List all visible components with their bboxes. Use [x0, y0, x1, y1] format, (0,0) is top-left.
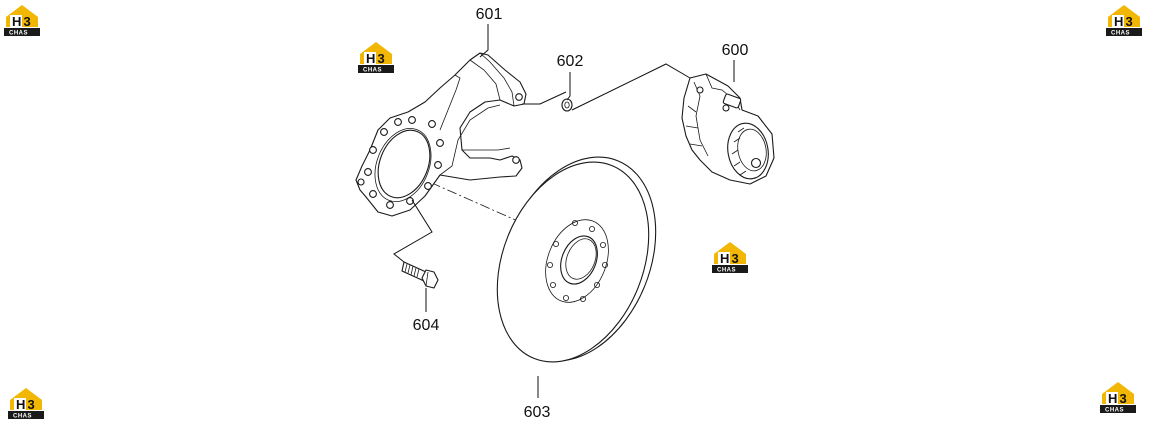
leader-600-link [571, 63, 691, 111]
watermark-logo-top-left [4, 5, 40, 37]
watermark-logo-center-right [712, 242, 748, 274]
caliper-bracket-601[interactable] [355, 52, 527, 217]
watermark-logo-top-right [1106, 5, 1142, 37]
leader-604-bracket [393, 199, 433, 263]
watermark-logo-bottom-right [1100, 382, 1136, 414]
bolt-604[interactable] [401, 261, 439, 289]
callout-602: 602 [557, 53, 584, 70]
watermark-logo-upper-center [358, 42, 394, 74]
leader-601 [479, 24, 489, 58]
callout-603: 603 [524, 404, 551, 421]
callout-600: 600 [722, 42, 749, 59]
brake-disc-603[interactable] [469, 134, 684, 385]
washer-602[interactable] [561, 98, 573, 112]
leader-602 [566, 72, 571, 101]
leader-lines [393, 24, 735, 398]
callout-601: 601 [476, 6, 503, 23]
brake-caliper-600[interactable] [681, 73, 775, 185]
watermark-logo-bottom-left [8, 388, 44, 420]
callout-604: 604 [413, 317, 440, 334]
leader-602-bracket [522, 91, 567, 105]
